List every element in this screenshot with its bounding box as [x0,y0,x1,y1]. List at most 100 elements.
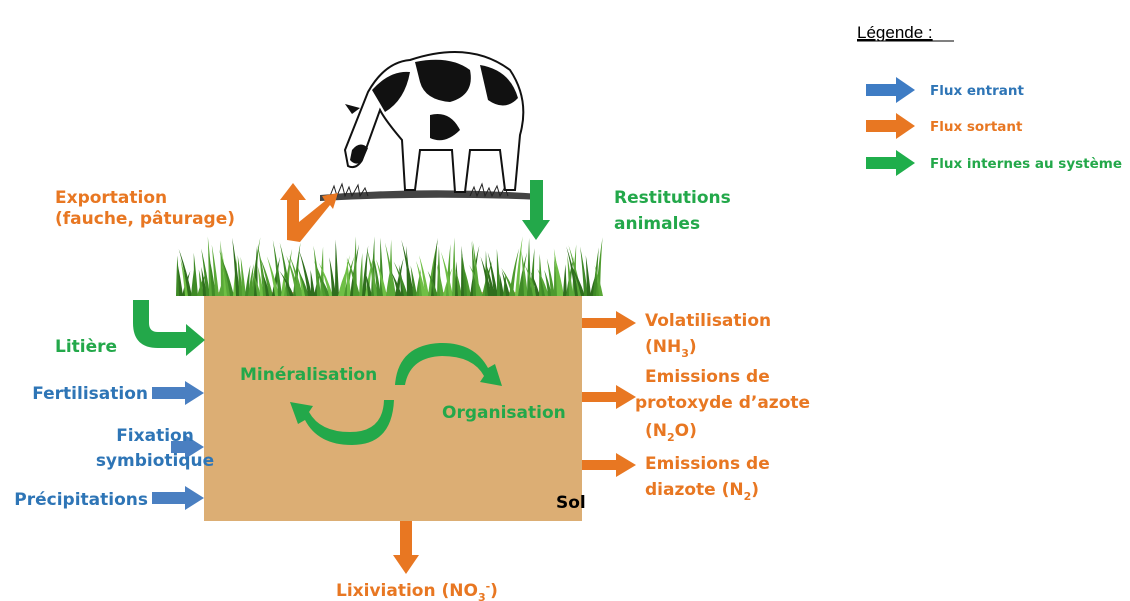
grass-blade [594,265,603,296]
arrow-fixation [171,435,204,459]
grass-blade [362,245,369,296]
grass-blade [279,242,291,296]
grass-strip [176,236,603,296]
internal-labels: Litière Restitutions animales Minéralisa… [55,188,731,423]
grass-blade [344,256,355,296]
grass-blade [401,239,414,296]
grass-blade [580,246,588,296]
grass-blade [410,265,417,296]
grass-blade [537,268,549,296]
arrow-mineralisation-cycle [290,400,394,445]
label-restitutions-line1: Restitutions [614,188,731,208]
label-restitutions-line2: animales [614,214,700,234]
arrow-volatilisation [582,311,636,335]
grass-blade [248,263,254,296]
cow-illustration [320,51,540,201]
internal-arrows [133,180,550,445]
grass-blade [527,237,531,296]
grass-blade [318,262,333,296]
legend-label-outflow: Flux sortant [930,119,1023,135]
grass-blade [427,270,438,296]
grass-blade [178,249,192,296]
label-exportation-line1: Exportation [55,188,167,208]
label-mineralisation: Minéralisation [240,365,377,385]
legend-arrow-outflow [866,113,915,139]
legend-arrow-internal [866,150,915,176]
label-protoxyde-line2: protoxyde d’azote [635,393,810,413]
label-precipitations: Précipitations [14,490,148,510]
grass-blade [436,263,444,296]
grass-blade [393,261,408,296]
grass-blade [237,255,243,296]
arrow-litiere [133,300,205,356]
grass-blade [585,255,591,296]
grass-blade [501,270,510,296]
grass-blade [253,273,261,296]
legend-arrow-inflow [866,77,915,103]
grass-blade [469,264,483,296]
grass-blade [279,270,294,296]
grass-blade [563,264,567,296]
label-protoxyde-line1: Emissions de [645,367,770,387]
grass-blade [485,262,495,296]
grass-blade [313,245,321,296]
label-fixation-line2: symbiotique [96,451,214,471]
grass-blade [193,252,198,296]
grass-blade [329,257,336,296]
label-volatilisation-line2: (NH3) [645,337,697,360]
grass-blade [359,252,363,296]
grass-blade [289,255,303,296]
label-protoxyde-line3: (N2O) [645,421,697,444]
grass-blade [499,273,504,296]
grass-blade [487,252,498,296]
inflow-labels: Fertilisation Fixation symbiotique Préci… [14,384,214,510]
label-diazote-line1: Emissions de [645,454,770,474]
grass-blade [297,268,309,296]
outflow-labels: Exportation (fauche, pâturage) Volatilis… [55,188,810,601]
grass-blade [567,255,573,296]
grass-blade [530,271,540,296]
grass-blade [419,255,429,296]
grass-blade [376,259,387,296]
label-fixation-line1: Fixation [116,426,194,446]
grass-blade [259,257,273,296]
grass-blade [281,268,286,296]
grass-blade [298,250,312,296]
arrow-precipitations [152,486,204,510]
grass-blade [245,265,251,296]
grass-blade [452,237,456,296]
outflow-arrows [280,183,636,574]
grass-blade [384,242,396,296]
arrow-lixiviation [393,521,419,574]
grass-blade [472,240,480,296]
inflow-arrows [152,381,204,510]
grass-blade [316,270,330,296]
grass-blade [546,258,555,296]
arrow-restitutions [522,180,550,240]
grass-blade [554,256,564,296]
legend-label-internal: Flux internes au système [930,156,1122,172]
grass-blade [335,239,339,296]
grass-blade [524,264,537,296]
label-fertilisation: Fertilisation [32,384,148,404]
arrow-exportation [280,183,338,242]
grass-blade [346,258,351,296]
grass-blade [570,263,585,296]
grass-blade [198,269,204,296]
arrow-fertilisation [152,381,204,405]
grass-blade [509,248,520,296]
grass-blade [521,250,528,296]
grass-blade [220,256,234,296]
arrow-protoxyde [582,385,636,409]
grass-blade [310,269,315,296]
grass-blade [365,272,372,296]
grass-blade [455,269,462,296]
label-organisation: Organisation [442,403,566,423]
grass-blade [515,236,523,296]
label-volatilisation-line1: Volatilisation [645,311,771,331]
grass-blade [346,257,360,296]
arrow-diazote [582,453,636,477]
soil-label: Sol [556,493,586,513]
grass-blade [440,251,453,296]
